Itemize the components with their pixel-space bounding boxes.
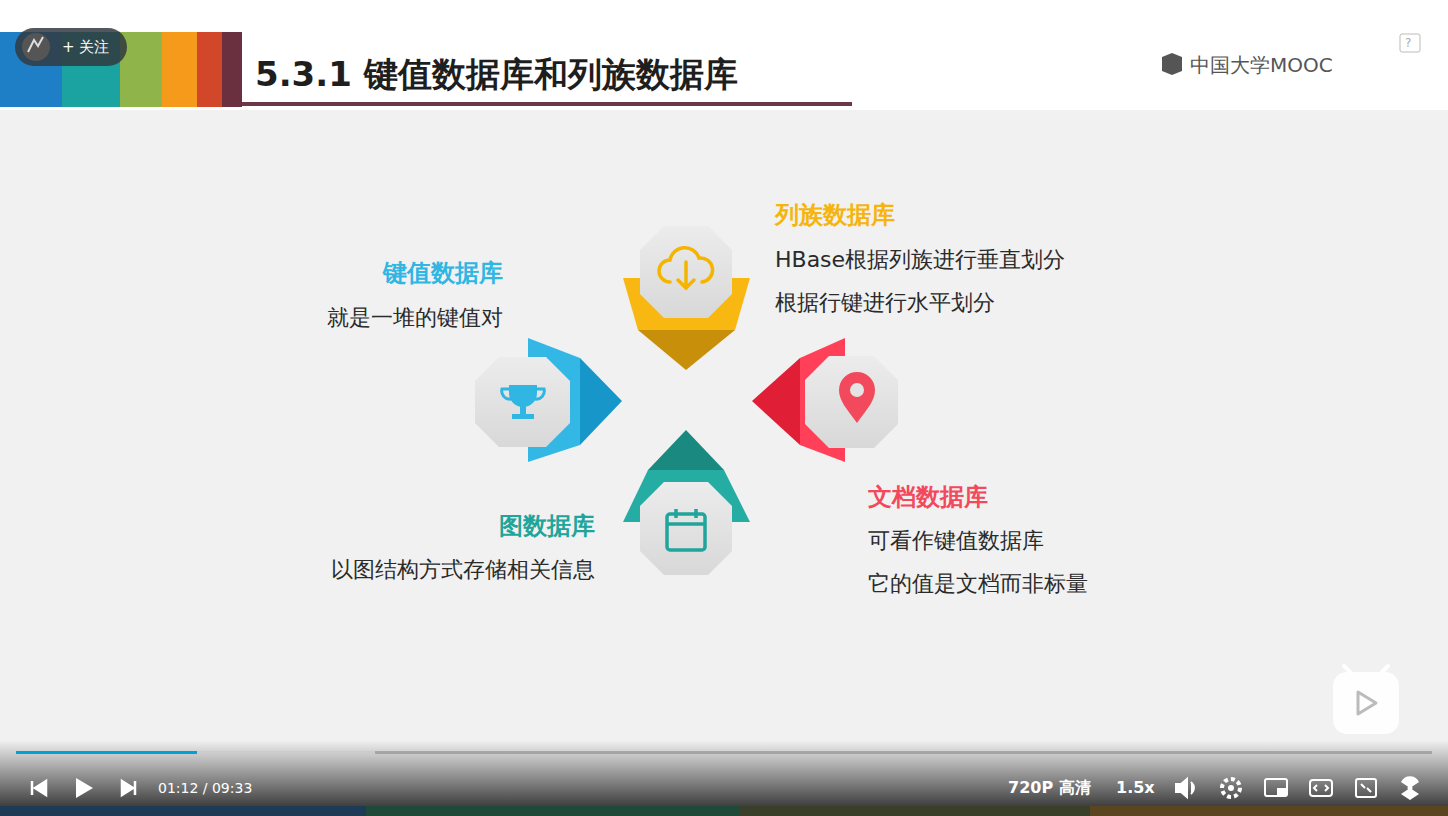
platform-logo-text: 中国大学MOOC (1190, 50, 1333, 80)
node-heading: 图数据库 (499, 511, 595, 541)
icon-arrow-shape (745, 330, 1125, 610)
follow-button-text: + 关注 (62, 32, 109, 62)
slide-title: 5.3.1 键值数据库和列族数据库 (255, 52, 738, 96)
database-type-node: 图数据库以图结构方式存储相关信息 (290, 425, 755, 590)
quality-setting: 720P 高清 (1008, 773, 1091, 803)
node-heading: 列族数据库 (775, 200, 895, 230)
database-type-node: 列族数据库 HBase根据列族进行垂直划分根据行键进行水平划分 (618, 195, 1118, 375)
node-description: 根据行键进行水平划分 (775, 288, 995, 318)
node-heading: 键值数据库 (383, 258, 503, 288)
node-description: 它的值是文档而非标量 (868, 569, 1088, 599)
node-description: 可看作键值数据库 (868, 526, 1044, 556)
help-icon-text: ? (1405, 28, 1411, 58)
database-type-node: 文档数据库可看作键值数据库它的值是文档而非标量 (745, 330, 1125, 610)
node-description: 以图结构方式存储相关信息 (331, 555, 595, 585)
node-description: 就是一堆的键值对 (327, 303, 503, 333)
node-heading: 文档数据库 (868, 482, 988, 512)
database-type-node: 键值数据库就是一堆的键值对 (290, 252, 630, 470)
playback-time: 01:12 / 09:33 (158, 773, 252, 803)
node-description: HBase根据列族进行垂直划分 (775, 245, 1065, 275)
speed-setting: 1.5x (1116, 773, 1155, 803)
